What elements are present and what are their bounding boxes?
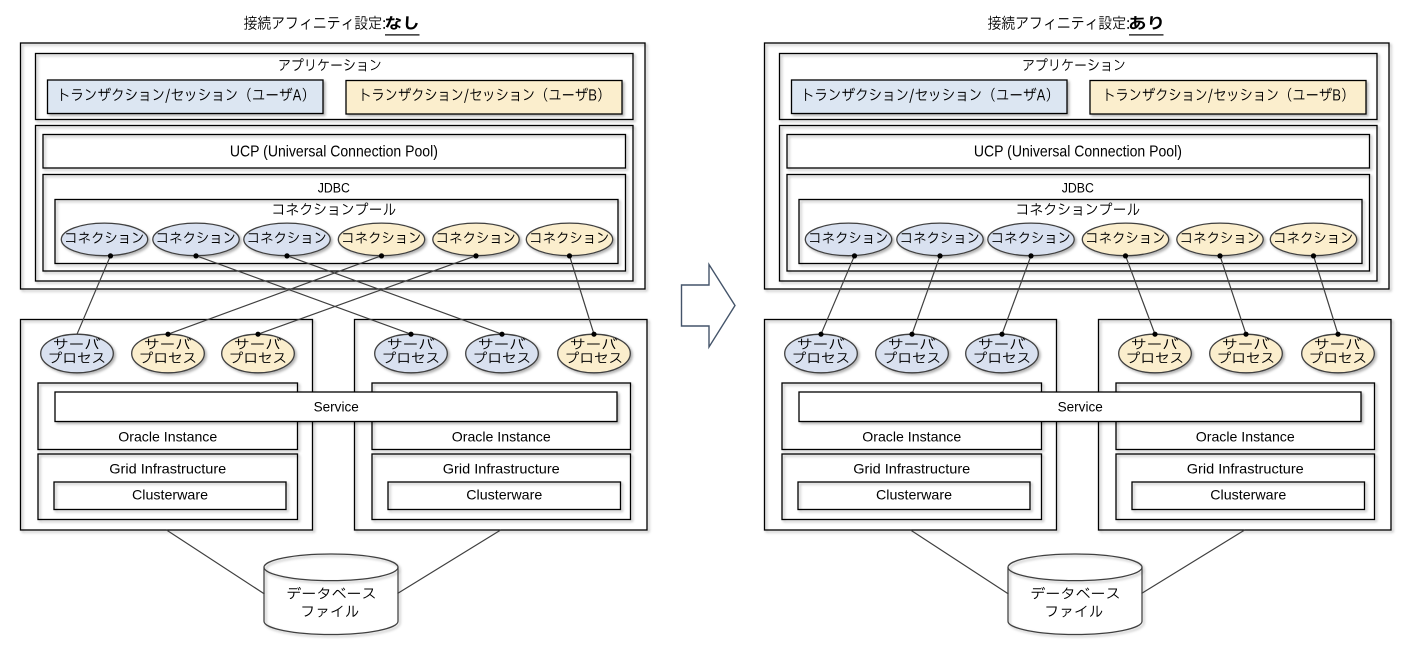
svg-text:Clusterware: Clusterware: [1210, 487, 1286, 503]
svg-text:Oracle Instance: Oracle Instance: [118, 429, 217, 445]
svg-text:Grid Infrastructure: Grid Infrastructure: [443, 461, 560, 477]
svg-text:Grid Infrastructure: Grid Infrastructure: [853, 461, 970, 477]
svg-text:Clusterware: Clusterware: [466, 487, 542, 503]
svg-text:JDBC: JDBC: [318, 181, 350, 196]
svg-text:JDBC: JDBC: [1062, 181, 1094, 196]
svg-text:Grid Infrastructure: Grid Infrastructure: [1187, 461, 1304, 477]
svg-text:UCP (Universal Connection Pool: UCP (Universal Connection Pool): [974, 143, 1182, 160]
svg-text:Service: Service: [314, 399, 359, 415]
svg-text:Clusterware: Clusterware: [876, 487, 952, 503]
svg-text:Grid Infrastructure: Grid Infrastructure: [109, 461, 226, 477]
svg-text:Oracle Instance: Oracle Instance: [1196, 429, 1295, 445]
svg-text:UCP (Universal Connection Pool: UCP (Universal Connection Pool): [230, 143, 438, 160]
svg-text:Service: Service: [1058, 399, 1103, 415]
svg-text:Clusterware: Clusterware: [132, 487, 208, 503]
svg-text:Oracle Instance: Oracle Instance: [862, 429, 961, 445]
svg-text:Oracle Instance: Oracle Instance: [452, 429, 551, 445]
